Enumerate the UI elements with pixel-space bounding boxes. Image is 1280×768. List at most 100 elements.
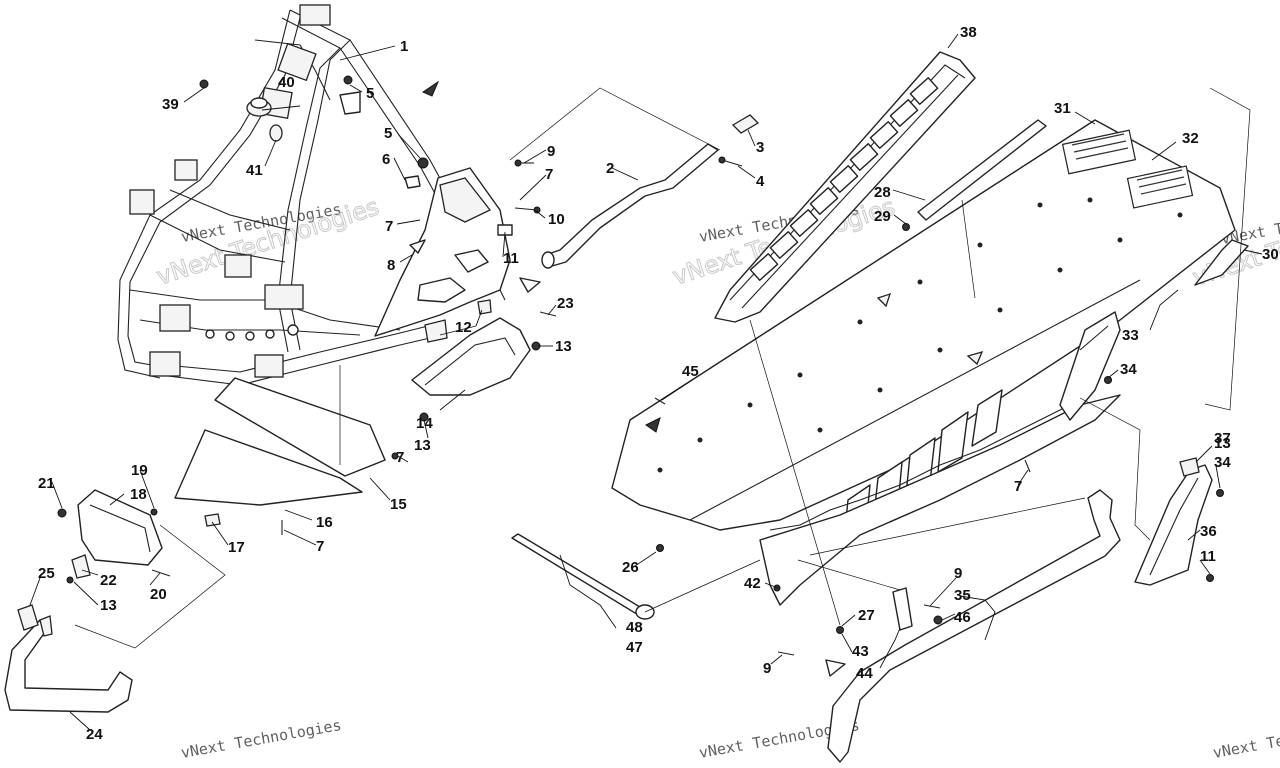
cleat — [869, 121, 899, 149]
bumper-24 — [4, 619, 133, 713]
leader-line — [559, 554, 617, 629]
nut-21 — [57, 508, 67, 518]
leader-line — [737, 165, 756, 179]
bolt-19 — [150, 508, 158, 516]
frame-hole — [225, 331, 235, 341]
bumper — [4, 604, 133, 713]
leader-line — [841, 614, 856, 627]
leader-line — [519, 174, 547, 201]
running-board-cleats — [749, 77, 939, 281]
nut-5 — [343, 75, 353, 85]
leader-lines — [29, 33, 1263, 731]
tunnel-hole — [877, 387, 883, 393]
callout-number: 28 — [874, 184, 891, 201]
callout-number: 10 — [548, 211, 565, 228]
watermark-text: vNext Technologies — [180, 716, 343, 762]
bushing-41 — [269, 124, 283, 142]
side-trim-33 — [1059, 311, 1121, 421]
callout-number: 43 — [852, 643, 869, 660]
tunnel — [611, 119, 1236, 606]
tunnel-hole — [977, 242, 983, 248]
callout-number: 34 — [1214, 454, 1231, 471]
cleat — [909, 77, 939, 105]
clip-22 — [71, 554, 91, 579]
leader-line — [1107, 369, 1119, 379]
callout-number: 13 — [1214, 435, 1231, 452]
frame-tube — [169, 189, 291, 231]
steering-post-end — [541, 251, 555, 269]
callout-number: 19 — [131, 462, 148, 479]
decal-line — [1075, 147, 1129, 160]
fastener-34 — [1104, 376, 1112, 384]
leader-line — [1149, 289, 1179, 331]
leader-line — [893, 214, 907, 225]
callout-number: 9 — [954, 565, 962, 582]
arrow-icon — [825, 659, 846, 677]
running-board — [714, 51, 976, 323]
callout-numbers: 1 2 3 4 5 5 6 7 7 7 7 7 8 9 9 9 10 11 11… — [38, 24, 1279, 743]
clip-25 — [17, 604, 39, 631]
tunnel-hole — [1177, 212, 1183, 218]
tunnel-hole — [857, 319, 863, 325]
leader-line — [1187, 529, 1201, 541]
decal-line — [1136, 169, 1183, 181]
leader-line — [523, 149, 547, 164]
side-trim — [1059, 311, 1121, 421]
decal-plate — [1061, 129, 1137, 175]
callout-number: 9 — [763, 660, 771, 677]
skid-plate-16 — [174, 429, 363, 506]
tunnel-hole — [817, 427, 823, 433]
fastener-26 — [656, 544, 664, 552]
callout-number: 36 — [1200, 523, 1217, 540]
callout-number: 25 — [38, 565, 55, 582]
leader-line — [1243, 249, 1263, 255]
leader-line — [631, 551, 657, 569]
callout-number: 13 — [100, 597, 117, 614]
leader-line — [139, 469, 155, 509]
leader-line — [73, 581, 99, 606]
callout-number: 34 — [1120, 361, 1137, 378]
tunnel-hole — [997, 307, 1003, 313]
cleat — [829, 165, 859, 193]
callout-number: 22 — [100, 572, 117, 589]
leader-line — [283, 529, 317, 546]
callout-number: 47 — [626, 639, 643, 656]
bolt-10-head — [533, 206, 541, 214]
bracket-14 — [411, 299, 541, 422]
tunnel-hole — [1117, 237, 1123, 243]
leader-line — [264, 139, 277, 167]
bolt-46 — [933, 615, 943, 625]
cleat — [809, 187, 839, 215]
tunnel-tab — [966, 351, 984, 366]
leader-line — [69, 711, 91, 731]
callout-number: 26 — [622, 559, 639, 576]
leader-line — [396, 219, 421, 225]
clip-37 — [1179, 457, 1200, 477]
decal-31 — [1061, 129, 1137, 175]
footrest-bracket — [57, 489, 171, 584]
fastener-11b — [1206, 574, 1214, 582]
bracket-14-edge — [424, 337, 516, 386]
frame-gusset — [299, 4, 331, 26]
side-panel-bracket — [439, 177, 492, 223]
callout-number: 16 — [316, 514, 333, 531]
steering-post-2 — [544, 143, 719, 267]
axle — [511, 533, 655, 620]
leader-line — [547, 304, 557, 316]
side-trim-edge — [1079, 325, 1109, 351]
rear-bumper-35 — [827, 489, 1121, 763]
callout-number: 46 — [954, 609, 971, 626]
lower-fasteners — [654, 397, 1031, 656]
leader-line — [397, 133, 421, 159]
cleat — [789, 209, 819, 237]
leader-line — [879, 627, 901, 669]
callout-number: 2 — [606, 160, 614, 177]
callout-number: 13 — [414, 437, 431, 454]
leader-line — [764, 582, 779, 589]
leader-line — [1017, 469, 1029, 486]
leader-line — [349, 84, 363, 93]
frame-gusset — [254, 354, 284, 378]
frame-gusset — [224, 254, 252, 278]
decal-line — [1140, 183, 1187, 195]
